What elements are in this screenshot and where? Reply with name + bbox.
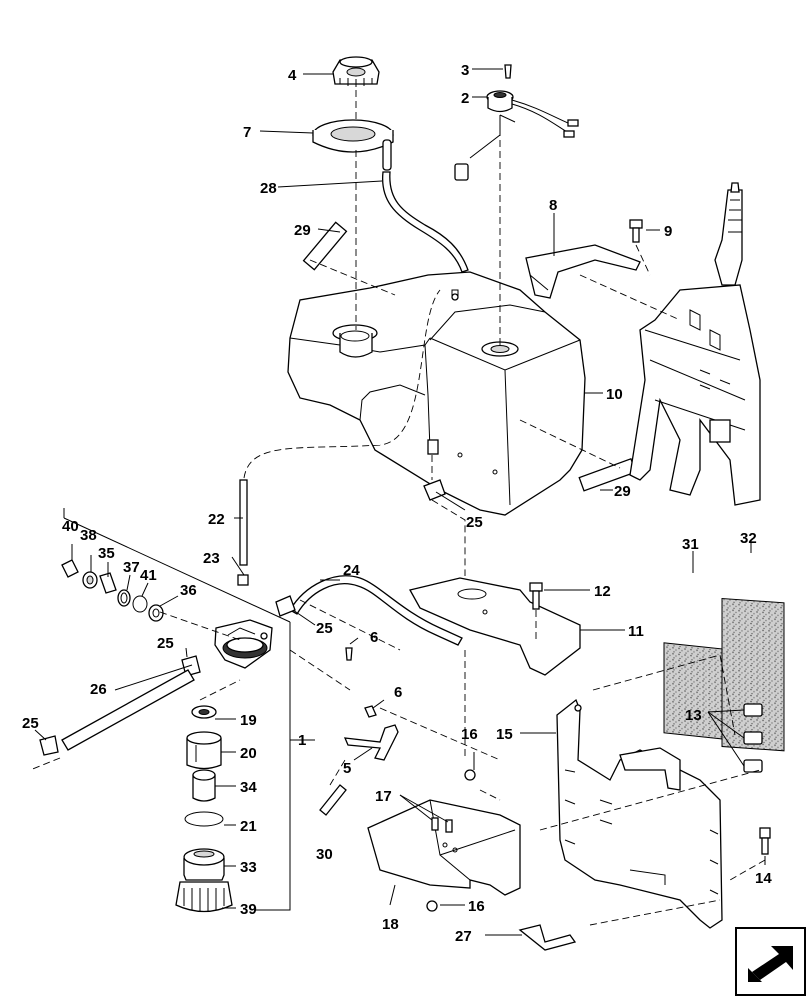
hose-clamp-26-lower (39, 735, 59, 756)
callout-19: 19 (240, 712, 257, 729)
callout-27: 27 (455, 928, 472, 945)
callout-30: 30 (316, 846, 333, 863)
assembly-lines (29, 90, 766, 926)
callout-29-lower: 29 (614, 483, 631, 500)
callout-25-hose24: 25 (316, 620, 333, 637)
side-panel-18 (367, 799, 521, 896)
callout-12: 12 (594, 583, 611, 600)
callout-28: 28 (260, 180, 277, 197)
filter-base-hardware (61, 559, 164, 622)
frame-column-mount (629, 182, 761, 506)
screw-6-lower (364, 705, 377, 718)
callout-13: 13 (685, 707, 702, 724)
bolt-12 (529, 582, 543, 610)
filler-neck-seal (312, 119, 394, 171)
callout-31: 31 (682, 536, 699, 553)
vent-hose (382, 171, 469, 273)
hose-clamp-tank (423, 479, 446, 501)
tank-bracket (525, 244, 641, 299)
callout-1: 1 (298, 732, 306, 749)
callout-16-lower: 16 (468, 898, 485, 915)
callout-23: 23 (203, 550, 220, 567)
callout-15: 15 (496, 726, 513, 743)
callout-14: 14 (755, 870, 772, 887)
bolt-9 (629, 219, 643, 243)
fuel-filter-stack (175, 705, 233, 913)
pin-30 (319, 784, 347, 816)
tank-strap-upper (302, 221, 348, 271)
callout-22: 22 (208, 511, 225, 528)
hose-clamp-24 (275, 595, 296, 617)
side-panel-15 (556, 698, 723, 929)
callout-41: 41 (140, 567, 157, 584)
fuel-line-22 (239, 479, 248, 566)
bracket-27 (518, 924, 577, 951)
callout-5: 5 (343, 760, 351, 777)
callout-18: 18 (382, 916, 399, 933)
callout-37: 37 (123, 559, 140, 576)
callout-24: 24 (343, 562, 360, 579)
callout-21: 21 (240, 818, 257, 835)
fuel-tank (287, 271, 586, 516)
callout-33: 33 (240, 859, 257, 876)
callout-6-lower: 6 (394, 684, 402, 701)
tank-shield-plate (409, 577, 581, 676)
callout-36: 36 (180, 582, 197, 599)
callout-32: 32 (740, 530, 757, 547)
callout-10: 10 (606, 386, 623, 403)
callout-8: 8 (549, 197, 557, 214)
callout-25-hose26: 25 (157, 635, 174, 652)
bolt-14 (759, 827, 771, 855)
leader-lines (34, 68, 766, 936)
fuel-cap (332, 56, 380, 87)
decal-32 (721, 597, 785, 752)
callout-16-upper: 16 (461, 726, 478, 743)
callout-4: 4 (288, 67, 297, 84)
prev-page-arrow-icon[interactable] (735, 927, 806, 996)
callout-20: 20 (240, 745, 257, 762)
callout-11: 11 (628, 623, 644, 640)
callout-29-upper: 29 (294, 222, 311, 239)
callout-34: 34 (240, 779, 257, 796)
callout-labels: 1 2 3 4 5 6 6 7 8 9 10 11 12 13 14 15 16… (22, 62, 772, 945)
callout-17: 17 (375, 788, 392, 805)
nut-16-lower (426, 900, 438, 912)
callout-3: 3 (461, 62, 469, 79)
hose-26 (61, 669, 195, 751)
small-decals-13 (743, 703, 763, 773)
callout-7: 7 (243, 124, 251, 141)
callout-40: 40 (62, 518, 79, 535)
callout-6-upper: 6 (370, 629, 378, 646)
callout-25-tank: 25 (466, 514, 483, 531)
nut-16-upper (464, 769, 476, 781)
callout-25-end: 25 (22, 715, 39, 732)
fuel-filter-head (214, 619, 273, 669)
callout-26: 26 (90, 681, 107, 698)
screws-17 (431, 817, 453, 833)
fuel-line-24 (289, 575, 463, 646)
screw-6-upper (345, 647, 353, 661)
callout-39: 39 (240, 901, 257, 918)
fuel-level-sender (454, 64, 579, 181)
callout-35: 35 (98, 545, 115, 562)
filter-bracket-5 (343, 724, 399, 761)
callout-2: 2 (461, 90, 469, 107)
fuel-line-connector-23 (237, 574, 249, 586)
callout-9: 9 (664, 223, 672, 240)
callout-38: 38 (80, 527, 97, 544)
